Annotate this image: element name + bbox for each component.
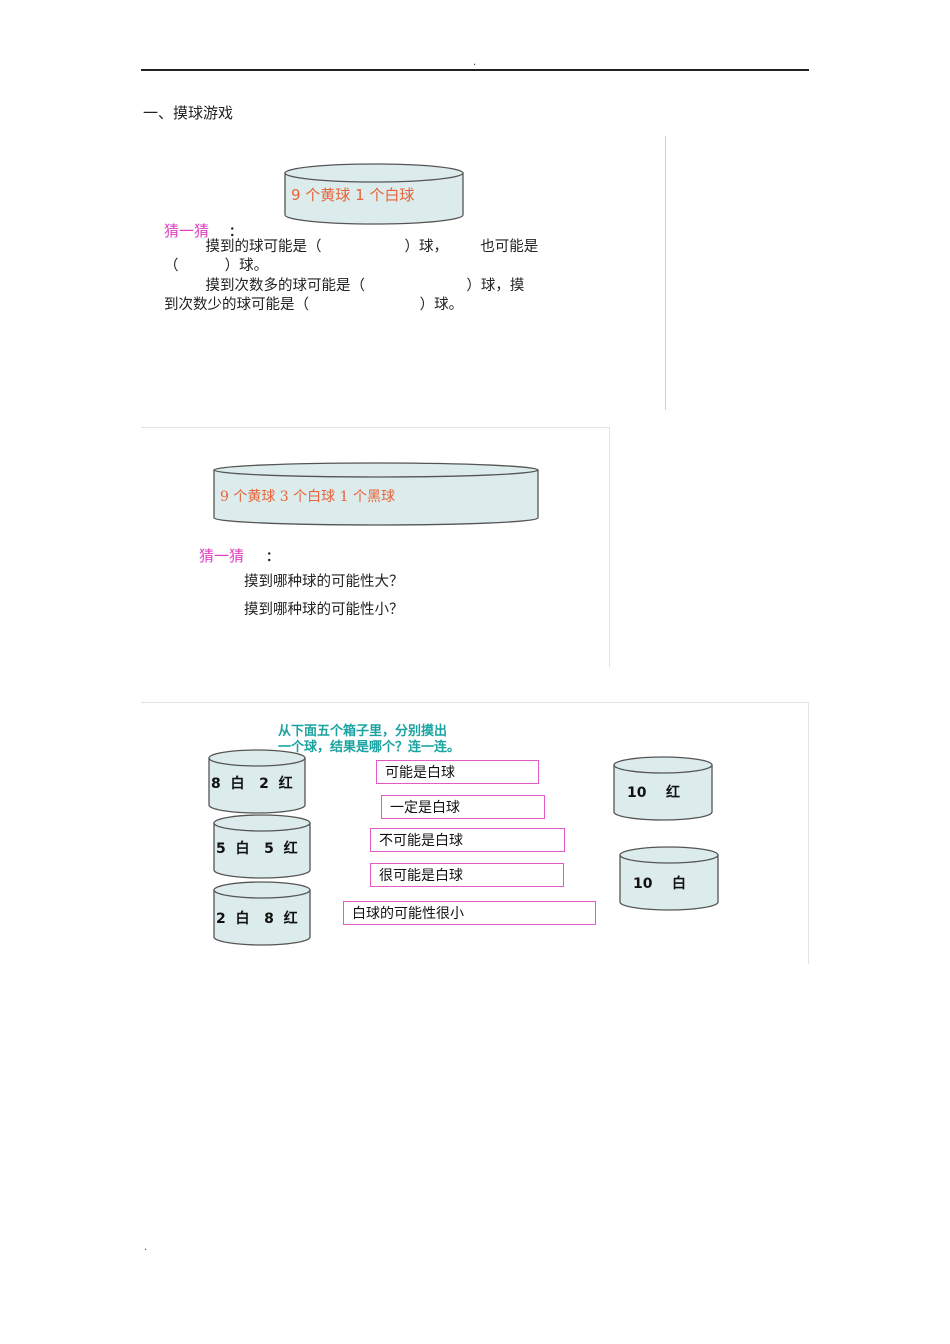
section1-colon: ： xyxy=(229,225,243,240)
section1-guess-label: 猜一猜 xyxy=(164,222,210,240)
section3-right-border xyxy=(808,702,809,964)
header-dot: . xyxy=(473,57,477,68)
page-heading: 一、摸球游戏 xyxy=(143,104,234,122)
answer-impossible-white[interactable]: 不可能是白球 xyxy=(370,828,565,852)
section2-right-border xyxy=(609,427,610,667)
answer-certainly-white[interactable]: 一定是白球 xyxy=(381,795,545,819)
section2-cylinder: 9 个黄球 3 个白球 1 个黑球 xyxy=(213,462,539,526)
section1-question-line-4: 到次数少的球可能是（ ）球。 xyxy=(164,297,464,313)
section1-cylinder: 9 个黄球 1 个白球 xyxy=(284,163,464,225)
section3-prompt-line-2: 一个球，结果是哪个？连一连。 xyxy=(278,740,461,755)
section3-top-border xyxy=(141,702,809,703)
box-label: 10 白 xyxy=(633,875,686,892)
section1-question-line-2: （ ）球。 xyxy=(164,258,269,274)
answer-possibly-white[interactable]: 可能是白球 xyxy=(376,760,539,784)
section2-question-small: 摸到哪种球的可能性小？ xyxy=(244,602,404,618)
box-label: 8 白 2 红 xyxy=(211,775,293,792)
section1-right-border xyxy=(665,136,666,410)
box-10-white: 10 白 xyxy=(619,846,719,911)
section2-question-big: 摸到哪种球的可能性大？ xyxy=(244,574,404,590)
answer-very-likely-white[interactable]: 很可能是白球 xyxy=(370,863,564,887)
section2-top-border xyxy=(141,427,610,428)
section2-colon: ： xyxy=(266,550,280,565)
box-label: 5 白 5 红 xyxy=(216,840,298,857)
section1-question-line-1: 摸到的球可能是（ ）球， 也可能是 xyxy=(164,239,539,255)
answer-white-unlikely[interactable]: 白球的可能性很小 xyxy=(343,901,596,925)
section2-cylinder-label: 9 个黄球 3 个白球 1 个黑球 xyxy=(220,488,395,505)
footer-dot: . xyxy=(144,1242,148,1253)
box-5-white-5-red: 5 白 5 红 xyxy=(213,814,311,879)
box-label: 2 白 8 红 xyxy=(216,910,298,927)
section3-prompt: 从下面五个箱子里，分别摸出 一个球，结果是哪个？连一连。 xyxy=(278,724,460,756)
section1-cylinder-label: 9 个黄球 1 个白球 xyxy=(291,186,414,204)
box-8-white-2-red: 8 白 2 红 xyxy=(208,749,306,814)
box-10-red: 10 红 xyxy=(613,756,713,821)
section3-prompt-line-1: 从下面五个箱子里，分别摸出 xyxy=(278,724,448,739)
box-label: 10 红 xyxy=(627,784,680,801)
header-rule xyxy=(141,69,809,71)
section2-guess-label: 猜一猜 xyxy=(199,547,245,565)
box-2-white-8-red: 2 白 8 红 xyxy=(213,881,311,946)
section1-question-line-3: 摸到次数多的球可能是（ ）球，摸 xyxy=(164,278,525,294)
